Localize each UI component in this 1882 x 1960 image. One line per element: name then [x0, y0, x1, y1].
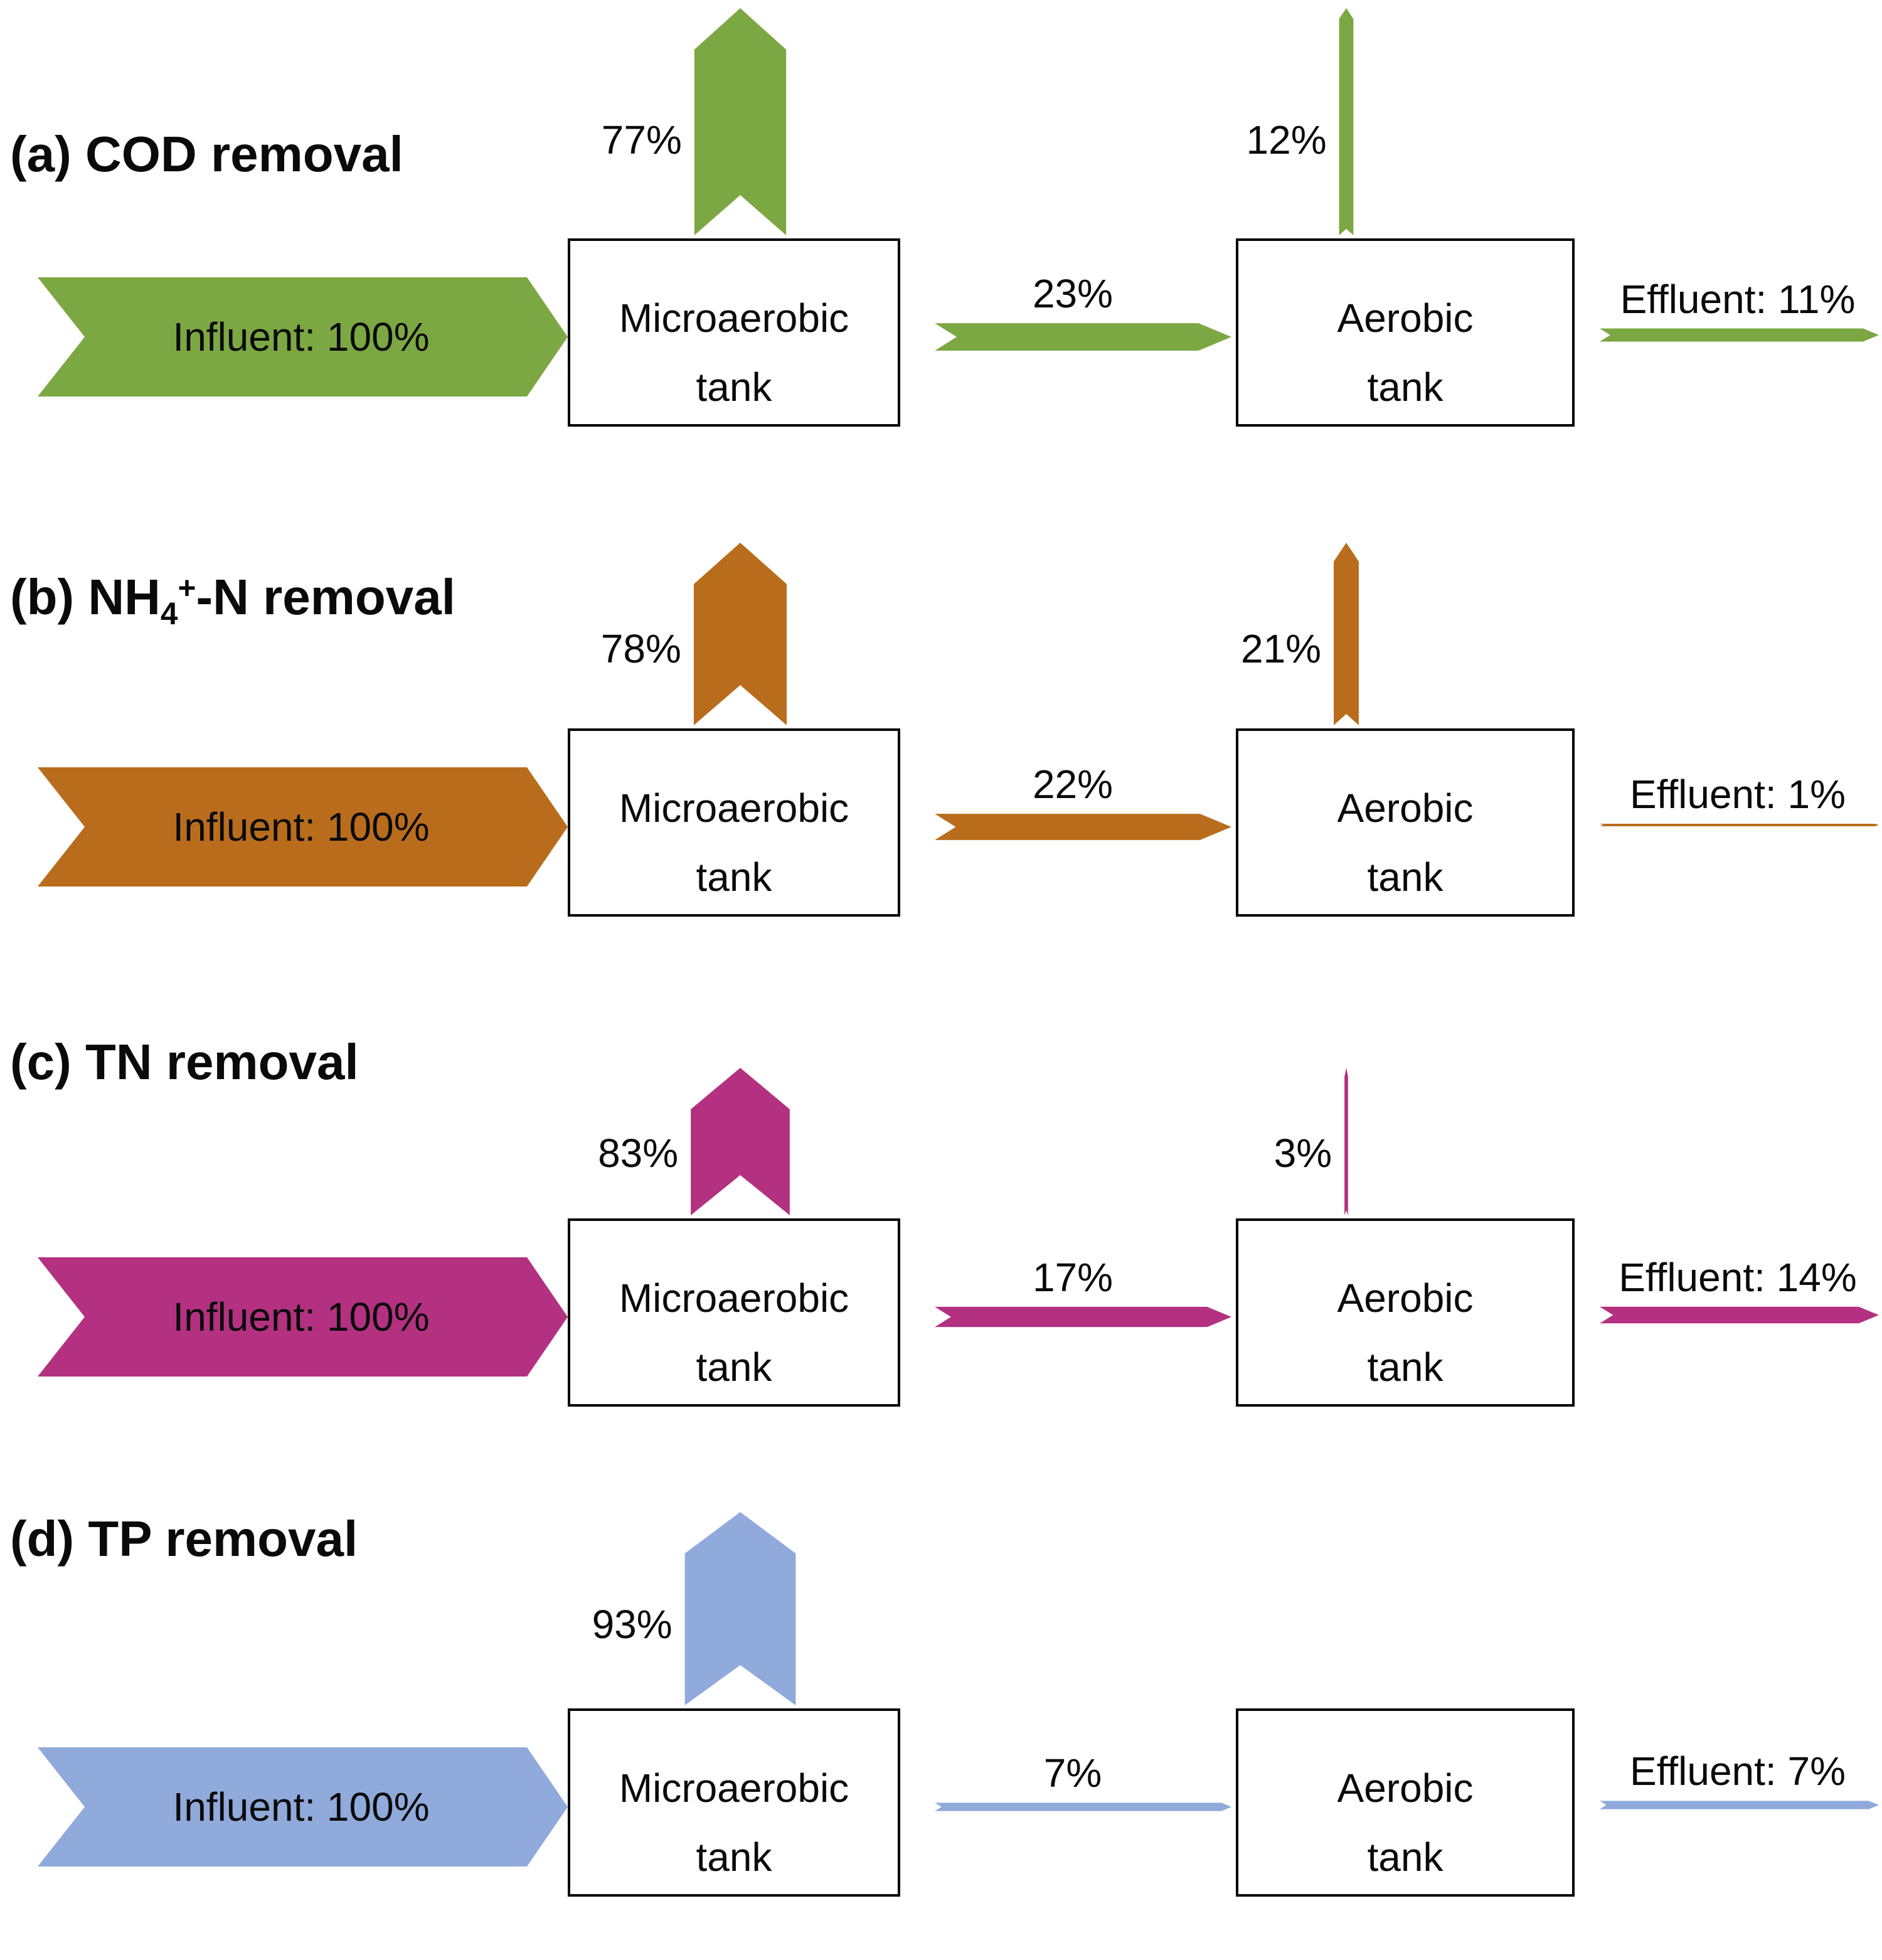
transfer-arrow: [935, 814, 1231, 840]
aerobic-tank-box: Aerobic tank: [1236, 1218, 1575, 1407]
tank-label-line: tank: [696, 365, 772, 410]
panel-title: (a) COD removal: [10, 125, 403, 189]
influent-arrow: [38, 1747, 568, 1867]
panel-title: (c) TN removal: [10, 1033, 359, 1097]
removal2-pct-label: 3%: [1273, 1131, 1332, 1176]
panel-title: (b) NH4+-N removal: [10, 568, 455, 632]
microaerobic-tank-box: Microaerobic tank: [568, 1218, 900, 1407]
removal2-pct-label: 12%: [1246, 117, 1327, 162]
transfer-pct-label: 22%: [1032, 762, 1114, 807]
removal1-pct-label: 77%: [601, 117, 682, 162]
tank-label-line: Aerobic: [1337, 296, 1474, 341]
tank-label-line: tank: [1367, 855, 1443, 900]
tank-label-line: tank: [1367, 1835, 1443, 1880]
effluent-arrow: [1600, 824, 1879, 826]
tank-label-line: tank: [1367, 1345, 1443, 1390]
removal1-pct-label: 93%: [592, 1601, 673, 1647]
effluent-flow-label: Effluent: 11%: [1620, 276, 1856, 322]
panel-d-tp-removal: (d) TP removal Influent: 100% Microaerob…: [0, 1470, 1882, 1960]
influent-flow-label: Influent: 100%: [173, 804, 430, 850]
flow-arrows-layer: [38, 1512, 1879, 1867]
influent-arrow: [38, 767, 568, 887]
title-text: (a) COD removal: [10, 126, 403, 182]
title-superscript: +: [178, 570, 196, 606]
tank-label-line: Aerobic: [1337, 1766, 1474, 1811]
removal-up-arrow-microaerobic: [691, 1068, 790, 1215]
title-text: (b) NH: [10, 569, 161, 625]
aerobic-tank-box: Aerobic tank: [1236, 728, 1575, 917]
effluent-arrow: [1600, 328, 1879, 342]
flow-arrows-layer: [38, 8, 1879, 397]
flow-arrows-layer: [38, 1068, 1879, 1377]
transfer-arrow: [935, 1803, 1231, 1811]
tank-label-line: Microaerobic: [619, 1276, 849, 1321]
title-text: (c) TN removal: [10, 1034, 359, 1090]
tank-label-line: Microaerobic: [619, 786, 849, 831]
aerobic-tank-box: Aerobic tank: [1236, 1708, 1575, 1897]
microaerobic-tank-box: Microaerobic tank: [568, 1708, 900, 1897]
panel-b-nh4-n-removal: (b) NH4+-N removal Influent: 100% Microa…: [0, 490, 1882, 980]
influent-flow-label: Influent: 100%: [173, 314, 430, 360]
removal-up-arrow-aerobic: [1334, 543, 1359, 725]
removal2-pct-label: 21%: [1240, 626, 1322, 671]
removal-up-arrow-microaerobic: [693, 543, 787, 725]
panel-c-tn-removal: (c) TN removal Influent: 100% Microaerob…: [0, 980, 1882, 1470]
effluent-arrow: [1600, 1801, 1879, 1809]
tank-label-line: tank: [1367, 365, 1443, 410]
panel-a-cod-removal: (a) COD removal Influent: 100% Microaero…: [0, 0, 1882, 490]
tank-label-line: Microaerobic: [619, 1766, 849, 1811]
microaerobic-tank-box: Microaerobic tank: [568, 728, 900, 917]
transfer-pct-label: 7%: [1043, 1750, 1102, 1796]
title-text: -N removal: [196, 569, 455, 625]
title-text: (d) TP removal: [10, 1511, 358, 1567]
transfer-arrow: [935, 323, 1231, 351]
panel-title: (d) TP removal: [10, 1510, 358, 1574]
removal1-pct-label: 83%: [598, 1131, 679, 1176]
flow-arrows-layer: [38, 543, 1879, 887]
tank-label-line: tank: [696, 1835, 772, 1880]
effluent-flow-label: Effluent: 1%: [1630, 772, 1846, 817]
removal1-pct-label: 78%: [600, 626, 681, 671]
tank-label-line: Aerobic: [1337, 1276, 1474, 1321]
tank-label-line: tank: [696, 855, 772, 900]
transfer-arrow: [935, 1306, 1231, 1328]
microaerobic-tank-box: Microaerobic tank: [568, 238, 900, 427]
removal-up-arrow-aerobic: [1344, 1068, 1348, 1215]
transfer-pct-label: 23%: [1032, 271, 1114, 317]
effluent-flow-label: Effluent: 14%: [1619, 1254, 1857, 1300]
tank-label-line: Microaerobic: [619, 296, 849, 341]
influent-flow-label: Influent: 100%: [173, 1784, 430, 1830]
removal-up-arrow-microaerobic: [694, 8, 787, 235]
influent-flow-label: Influent: 100%: [173, 1294, 430, 1340]
tank-label-line: Aerobic: [1337, 786, 1474, 831]
effluent-arrow: [1600, 1306, 1879, 1324]
tank-label-line: tank: [696, 1345, 772, 1390]
removal-up-arrow-microaerobic: [684, 1512, 796, 1705]
influent-arrow: [38, 1257, 568, 1377]
influent-arrow: [38, 277, 568, 397]
removal-up-arrow-aerobic: [1339, 8, 1354, 235]
title-subscript: 4: [160, 595, 178, 631]
transfer-pct-label: 17%: [1032, 1254, 1114, 1300]
aerobic-tank-box: Aerobic tank: [1236, 238, 1575, 427]
effluent-flow-label: Effluent: 7%: [1630, 1749, 1846, 1794]
